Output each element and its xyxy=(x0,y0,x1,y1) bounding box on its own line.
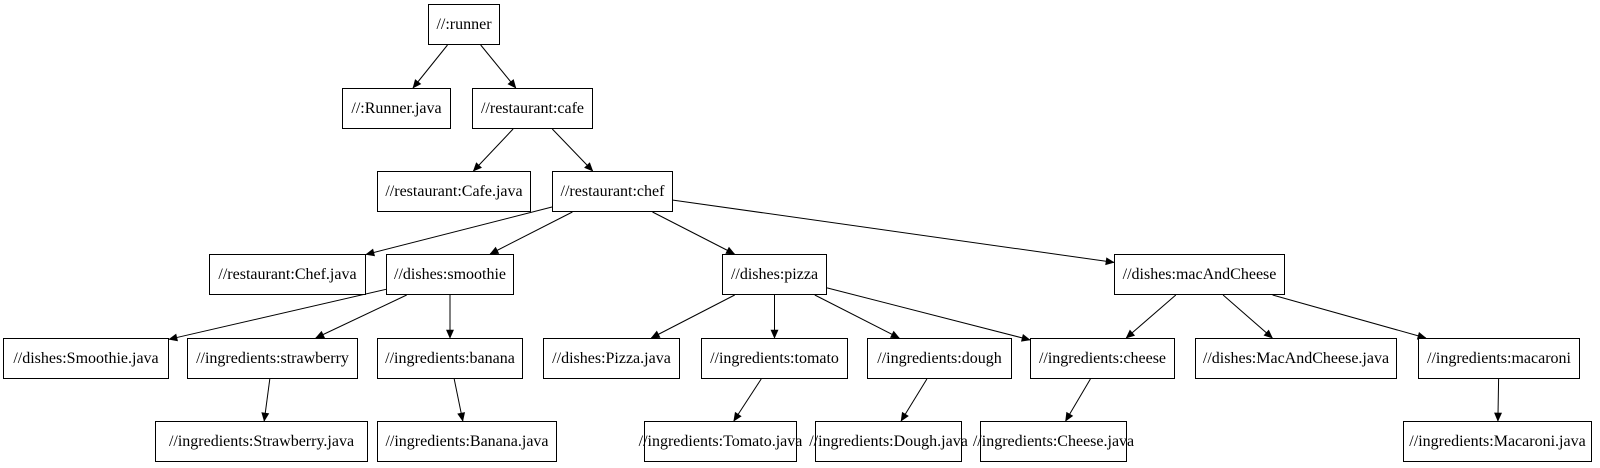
graph-node-chef[interactable]: //restaurant:chef xyxy=(552,171,673,212)
graph-node-cheeseJava[interactable]: //ingredients:Cheese.java xyxy=(973,421,1134,462)
edge-cafe-to-chef xyxy=(551,128,594,172)
node-label: //restaurant:cafe xyxy=(480,99,585,117)
edge-dough-to-doughJava xyxy=(900,378,928,422)
graph-node-macAndCheese[interactable]: //dishes:macAndCheese xyxy=(1114,254,1285,295)
edge-strawberry-to-strawberryJava xyxy=(261,378,271,422)
edge-pizza-to-pizzaJava xyxy=(650,294,735,339)
node-label: //ingredients:macaroni xyxy=(1427,349,1571,367)
edge-runner-to-cafe xyxy=(480,44,517,89)
graph-node-macAndCheeseJava[interactable]: //dishes:MacAndCheese.java xyxy=(1195,338,1397,379)
edge-chef-to-chefJava xyxy=(365,206,553,257)
node-label: //dishes:Smoothie.java xyxy=(13,349,159,367)
node-label: //:runner xyxy=(436,15,492,33)
node-label: //dishes:pizza xyxy=(730,265,819,283)
node-label: //ingredients:Cheese.java xyxy=(972,432,1135,450)
graph-node-tomato[interactable]: //ingredients:tomato xyxy=(701,338,848,379)
node-label: //ingredients:banana xyxy=(385,349,515,367)
graph-node-bananaJava[interactable]: //ingredients:Banana.java xyxy=(377,421,557,462)
node-label: //dishes:macAndCheese xyxy=(1122,265,1277,283)
graph-node-strawberryJava[interactable]: //ingredients:Strawberry.java xyxy=(155,421,368,462)
node-label: //:Runner.java xyxy=(351,99,442,117)
edge-banana-to-bananaJava xyxy=(453,378,466,422)
graph-node-banana[interactable]: //ingredients:banana xyxy=(377,338,523,379)
edge-cheese-to-cheeseJava xyxy=(1065,378,1091,422)
edge-macAndCheese-to-cheese xyxy=(1125,294,1177,339)
edge-pizza-to-dough xyxy=(814,294,900,339)
graph-node-strawberry[interactable]: //ingredients:strawberry xyxy=(187,338,358,379)
graph-node-doughJava[interactable]: //ingredients:Dough.java xyxy=(809,421,968,462)
node-label: //restaurant:Cafe.java xyxy=(385,182,523,200)
node-label: //ingredients:tomato xyxy=(710,349,839,367)
node-label: //ingredients:Tomato.java xyxy=(638,432,803,450)
graph-node-pizzaJava[interactable]: //dishes:Pizza.java xyxy=(543,338,680,379)
node-label: //dishes:MacAndCheese.java xyxy=(1202,349,1390,367)
node-label: //dishes:smoothie xyxy=(394,265,506,283)
edge-macaroni-to-macaroniJava xyxy=(1494,378,1502,422)
node-label: //ingredients:strawberry xyxy=(196,349,349,367)
graph-node-tomatoJava[interactable]: //ingredients:Tomato.java xyxy=(639,421,802,462)
node-label: //ingredients:Dough.java xyxy=(809,432,968,450)
edge-cafe-to-cafeJava xyxy=(472,128,514,172)
edge-smoothie-to-strawberry xyxy=(315,294,407,339)
edge-group xyxy=(168,44,1502,422)
edge-macAndCheese-to-macAndCheeseJava xyxy=(1222,294,1273,339)
node-label: //restaurant:chef xyxy=(560,182,665,200)
edge-smoothie-to-smoothieJava xyxy=(168,288,387,342)
graph-node-cafe[interactable]: //restaurant:cafe xyxy=(472,88,593,129)
graph-node-cafeJava[interactable]: //restaurant:Cafe.java xyxy=(377,171,531,212)
graph-node-runnerJava[interactable]: //:Runner.java xyxy=(342,88,451,129)
graph-node-dough[interactable]: //ingredients:dough xyxy=(867,338,1012,379)
node-label: //ingredients:cheese xyxy=(1038,349,1167,367)
edge-pizza-to-cheese xyxy=(826,287,1031,342)
edge-runner-to-runnerJava xyxy=(412,44,448,89)
edge-chef-to-smoothie xyxy=(489,211,573,255)
graph-node-cheese[interactable]: //ingredients:cheese xyxy=(1030,338,1175,379)
edge-macAndCheese-to-macaroni xyxy=(1272,294,1427,340)
graph-node-runner[interactable]: //:runner xyxy=(428,4,500,45)
node-label: //ingredients:Strawberry.java xyxy=(168,432,355,450)
edge-tomato-to-tomatoJava xyxy=(733,378,762,422)
graph-node-smoothieJava[interactable]: //dishes:Smoothie.java xyxy=(3,338,169,379)
graph-node-macaroni[interactable]: //ingredients:macaroni xyxy=(1418,338,1580,379)
node-label: //restaurant:Chef.java xyxy=(218,265,357,283)
graph-node-pizza[interactable]: //dishes:pizza xyxy=(722,254,827,295)
edge-chef-to-macAndCheese xyxy=(672,199,1115,266)
node-label: //ingredients:Macaroni.java xyxy=(1409,432,1586,450)
graph-node-macaroniJava[interactable]: //ingredients:Macaroni.java xyxy=(1403,421,1592,462)
graph-node-smoothie[interactable]: //dishes:smoothie xyxy=(386,254,514,295)
graph-node-chefJava[interactable]: //restaurant:Chef.java xyxy=(209,254,366,295)
node-label: //ingredients:Banana.java xyxy=(385,432,549,450)
node-label: //dishes:Pizza.java xyxy=(552,349,671,367)
node-label: //ingredients:dough xyxy=(877,349,1002,367)
edge-chef-to-pizza xyxy=(652,211,736,255)
